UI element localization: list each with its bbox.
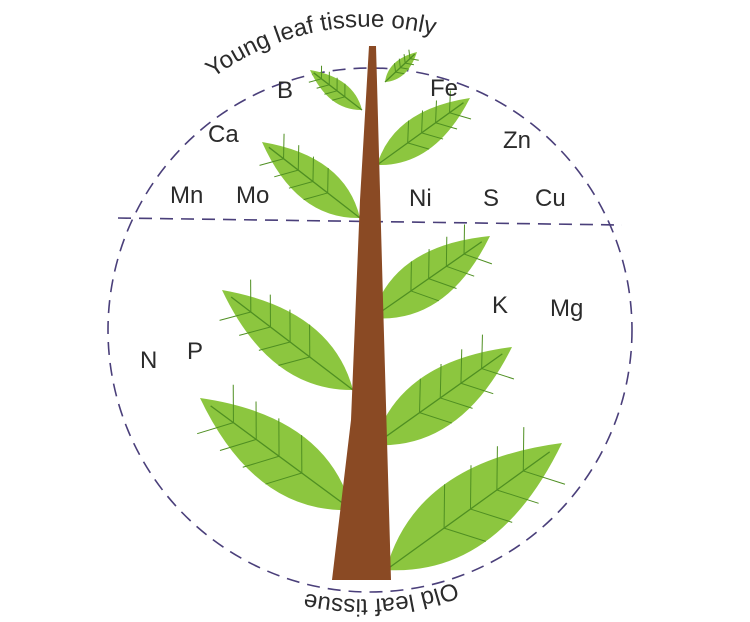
leaf-midrib	[313, 72, 363, 111]
element-cu: Cu	[535, 185, 566, 212]
element-p: P	[187, 338, 203, 365]
leaf-vein	[239, 326, 271, 336]
leaf-vein	[242, 455, 280, 468]
leaf-vein	[523, 470, 566, 485]
leaf-vein	[324, 90, 338, 95]
element-fe: Fe	[430, 75, 458, 102]
leaf-vein	[410, 290, 439, 302]
leaf-midrib	[371, 241, 483, 319]
leaf-vein	[460, 382, 494, 395]
leaf-vein	[435, 122, 458, 130]
plant-stem	[332, 46, 391, 580]
element-k: K	[492, 292, 508, 319]
leaf-vein	[463, 253, 493, 265]
leaf-vein	[421, 132, 444, 140]
leaf-vein	[407, 142, 430, 150]
element-s: S	[483, 185, 499, 212]
leaf-vein	[400, 67, 410, 70]
leaf-vein	[332, 96, 345, 101]
leaf-midrib	[268, 146, 361, 219]
leaf-vein	[403, 54, 406, 64]
leaf-vein	[446, 265, 475, 277]
leaf-vein	[407, 120, 410, 143]
leaf-vein	[449, 90, 451, 113]
leaf-vein	[258, 341, 291, 351]
leaf-vein	[481, 334, 483, 369]
leaf-vein	[393, 63, 397, 73]
leaf-vein	[449, 112, 472, 120]
leaf-vein	[443, 484, 446, 529]
leaf-midrib	[376, 102, 464, 166]
leaf-vein	[435, 100, 437, 123]
leaf-vein	[496, 446, 498, 490]
tissue-boundary-circle	[107, 67, 633, 593]
leaf-vein	[443, 527, 486, 542]
leaf-midrib	[384, 53, 416, 83]
leaf-vein	[288, 181, 314, 189]
leaf-midrib	[385, 451, 551, 571]
element-mg: Mg	[550, 295, 583, 322]
leaf-vein	[419, 412, 453, 424]
leaf-vein	[395, 71, 405, 75]
leaf-vein	[303, 192, 328, 201]
leaf-vein	[259, 158, 284, 166]
element-mn: Mn	[170, 182, 203, 209]
leaf-vein	[197, 422, 234, 435]
leaf-midrib	[373, 353, 503, 446]
leaf-vein	[439, 364, 442, 398]
leaf-vein	[308, 78, 322, 83]
leaf-vein	[219, 438, 257, 451]
element-b: B	[277, 77, 293, 104]
leaf-midrib	[230, 296, 354, 391]
leaf-vein	[470, 508, 513, 523]
leaf-vein	[316, 84, 330, 89]
leaf-vein	[440, 397, 473, 409]
old-tissue-label: Old leaf tissue	[301, 576, 462, 620]
element-zn: Zn	[503, 127, 531, 154]
leaf-vein	[460, 349, 463, 384]
leaf-vein	[278, 356, 310, 366]
leaf-midrib	[210, 405, 353, 511]
leaf-vein	[405, 62, 415, 66]
leaf-vein	[496, 489, 539, 504]
leaf-vein	[421, 110, 424, 133]
element-ca: Ca	[208, 121, 239, 148]
element-mo: Mo	[236, 182, 269, 209]
leaf-vein	[481, 368, 515, 380]
leaf-vein	[408, 49, 411, 59]
leaf-vein	[428, 278, 457, 289]
leaf-vein	[274, 169, 299, 178]
leaves	[197, 49, 566, 571]
leaf-vein	[398, 58, 401, 68]
element-n: N	[140, 347, 157, 374]
leaf-vein	[219, 311, 251, 321]
leaf-vein	[469, 465, 472, 510]
leaf-vein	[522, 427, 525, 471]
element-ni: Ni	[409, 185, 432, 212]
leaf-vein	[419, 378, 421, 413]
leaf-vein	[265, 472, 302, 485]
leaf-vein	[409, 58, 419, 61]
